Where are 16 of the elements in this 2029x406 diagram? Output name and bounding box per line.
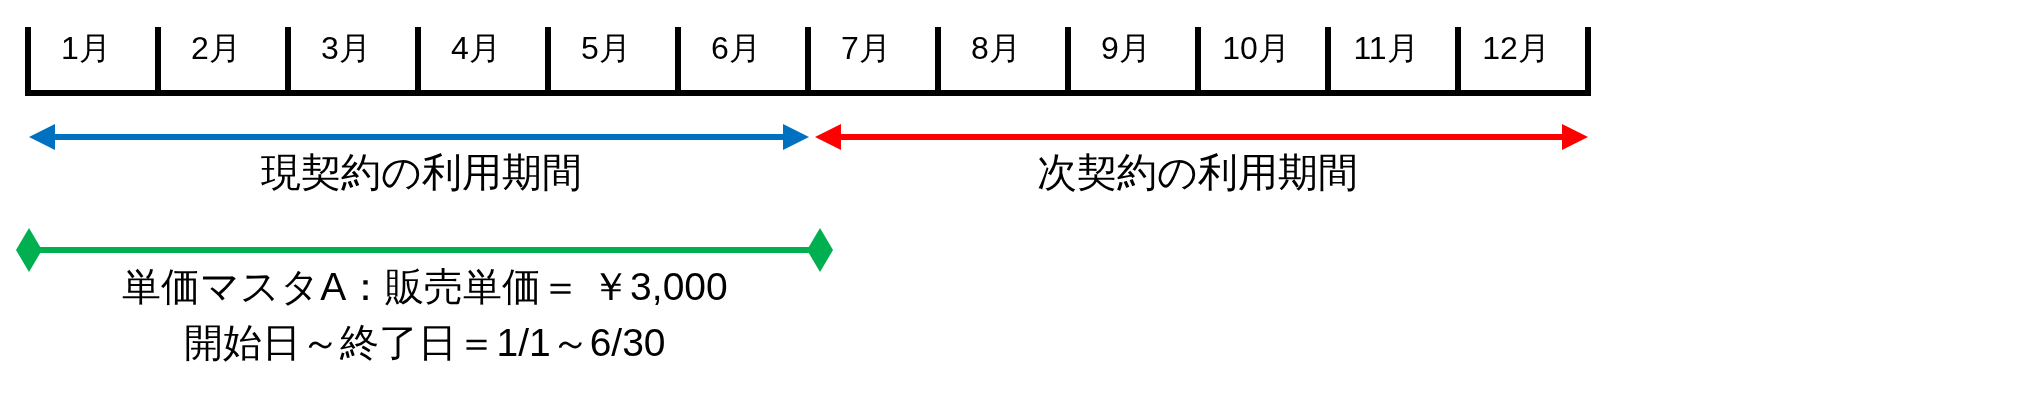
month-label: 2月 — [191, 29, 241, 67]
month-label: 8月 — [971, 29, 1021, 67]
month-label: 10月 — [1222, 29, 1290, 67]
note-text: 開始日～終了日＝1/1～6/30 — [184, 320, 666, 366]
month-label: 7月 — [841, 29, 891, 67]
month-label: 6月 — [711, 29, 761, 67]
month-label: 3月 — [321, 29, 371, 67]
month-label: 1月 — [61, 29, 111, 67]
month-label: 9月 — [1101, 29, 1151, 67]
period-label: 現契約の利用期間 — [260, 149, 582, 195]
month-label: 12月 — [1482, 29, 1550, 67]
note-text: 単価マスタA：販売単価＝ ￥3,000 — [122, 264, 728, 310]
month-label: 5月 — [581, 29, 631, 67]
month-label: 4月 — [451, 29, 501, 67]
month-label: 11月 — [1353, 29, 1419, 67]
period-label: 次契約の利用期間 — [1036, 149, 1358, 195]
